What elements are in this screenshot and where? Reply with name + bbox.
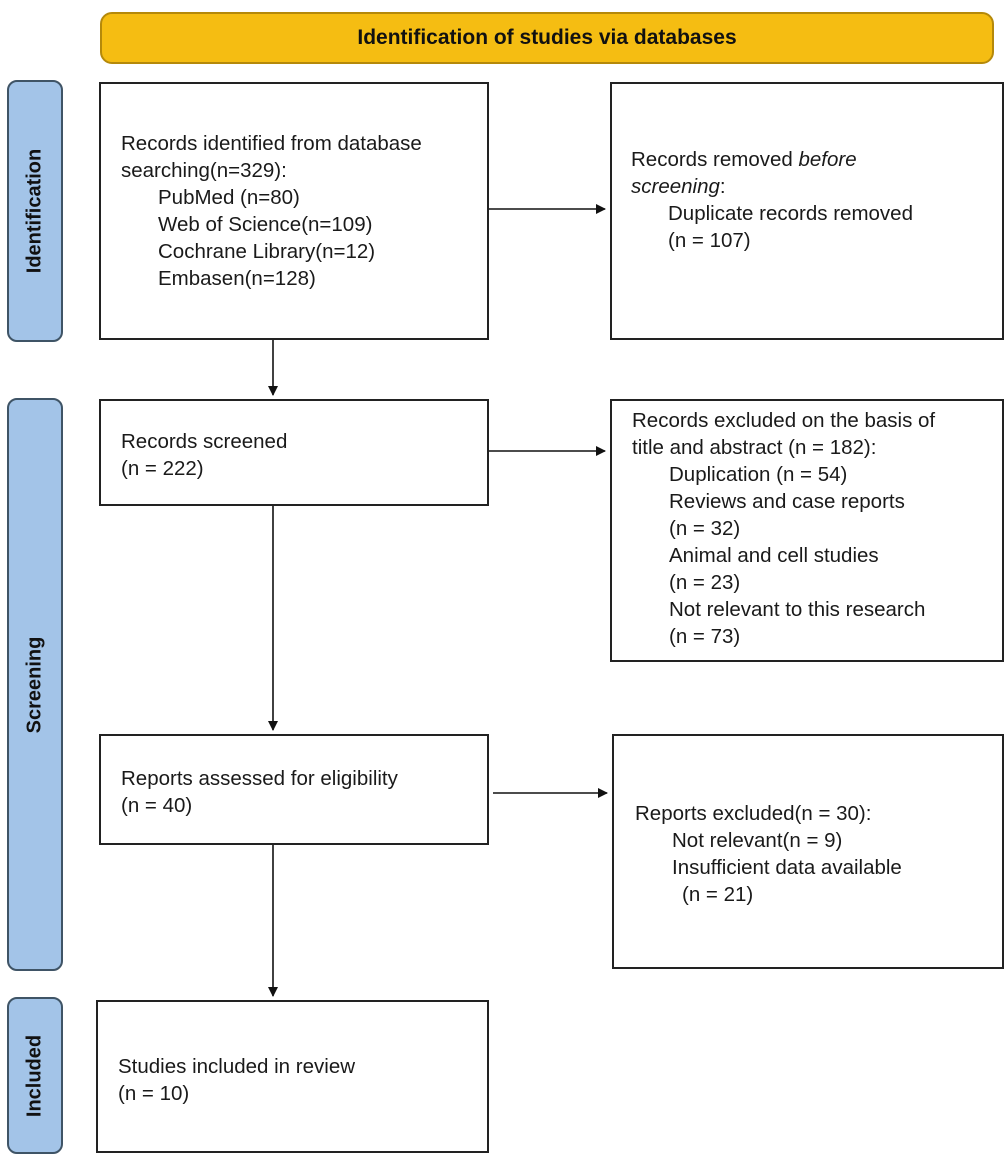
records-excluded-box: Records excluded on the basis of title a…	[610, 399, 1004, 662]
phase-identification: Identification	[7, 80, 63, 342]
records-identified-line1: Records identified from database	[121, 132, 422, 155]
phase-screening: Screening	[7, 398, 63, 971]
studies-included-count: (n = 10)	[118, 1082, 190, 1105]
excluded-not-relevant: Not relevant to this research	[669, 598, 926, 621]
source-embase: Embasen(n=128)	[158, 267, 316, 290]
records-removed-box: Records removed before screening: Duplic…	[610, 82, 1004, 340]
duplicates-removed: Duplicate records removed	[668, 202, 913, 225]
reports-assessed-count: (n = 40)	[121, 794, 193, 817]
source-pubmed: PubMed (n=80)	[158, 186, 300, 209]
studies-included-label: Studies included in review	[118, 1055, 356, 1078]
records-screened-box: Records screened (n = 222)	[99, 399, 489, 506]
reports-excluded-insufficient-count: (n = 21)	[682, 883, 754, 906]
excluded-animal-cell: Animal and cell studies	[669, 544, 879, 567]
excluded-not-relevant-count: (n = 73)	[669, 625, 741, 648]
header-title: Identification of studies via databases	[357, 26, 737, 49]
records-screened-label: Records screened	[121, 430, 288, 453]
excluded-reviews-count: (n = 32)	[669, 517, 741, 540]
reports-excluded-box: Reports excluded(n = 30): Not relevant(n…	[612, 734, 1004, 969]
studies-included-box: Studies included in review (n = 10)	[96, 1000, 489, 1153]
records-identified-box: Records identified from database searchi…	[99, 82, 489, 340]
duplicates-removed-count: (n = 107)	[668, 229, 751, 252]
records-removed-heading-2: screening:	[631, 175, 726, 198]
reports-assessed-box: Reports assessed for eligibility (n = 40…	[99, 734, 489, 845]
source-web-of-science: Web of Science(n=109)	[158, 213, 373, 236]
records-excluded-line2: title and abstract (n = 182):	[632, 436, 877, 459]
source-cochrane: Cochrane Library(n=12)	[158, 240, 376, 263]
records-removed-heading: Records removed before	[631, 148, 857, 171]
excluded-duplication: Duplication (n = 54)	[669, 463, 848, 486]
excluded-reviews: Reviews and case reports	[669, 490, 905, 513]
records-screened-count: (n = 222)	[121, 457, 204, 480]
reports-excluded-insufficient: Insufficient data available	[672, 856, 902, 879]
reports-excluded-heading: Reports excluded(n = 30):	[635, 802, 872, 825]
reports-assessed-label: Reports assessed for eligibility	[121, 767, 398, 790]
records-identified-line2: searching(n=329):	[121, 159, 287, 182]
records-excluded-line1: Records excluded on the basis of	[632, 409, 936, 432]
header-banner: Identification of studies via databases	[100, 12, 994, 64]
reports-excluded-not-relevant: Not relevant(n = 9)	[672, 829, 843, 852]
excluded-animal-cell-count: (n = 23)	[669, 571, 741, 594]
phase-included: Included	[7, 997, 63, 1154]
